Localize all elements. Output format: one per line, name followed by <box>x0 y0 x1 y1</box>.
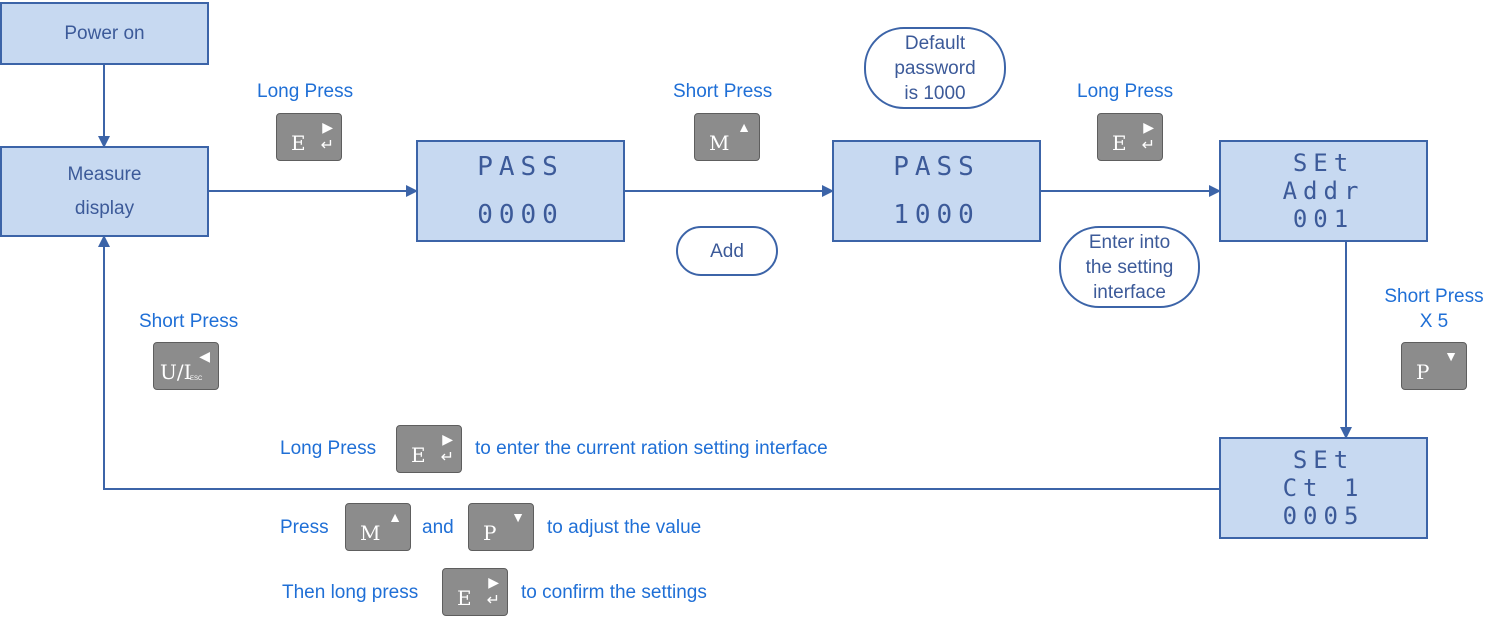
lcd-line: 1000 <box>893 200 980 230</box>
down-triangle-icon: ▼ <box>1444 348 1458 364</box>
right-triangle-icon: ▶ <box>322 119 333 135</box>
instr3-suffix: to confirm the settings <box>521 582 707 603</box>
e-key-icon: E ▶ ↵ <box>276 113 342 161</box>
key-letter: P <box>483 521 497 545</box>
lcd-line: SEt <box>1292 446 1355 474</box>
m-key-icon: M ▲ <box>694 113 760 161</box>
right-triangle-icon: ▶ <box>488 574 499 590</box>
left-triangle-icon: ◀ <box>199 348 210 364</box>
lcd-line: SEt <box>1292 149 1355 177</box>
enter-icon: ↵ <box>486 592 500 609</box>
key-letter: E <box>457 586 472 610</box>
note-line: Enter into <box>1088 231 1171 253</box>
instr3-prefix: Then long press <box>282 582 419 603</box>
enter-icon: ↵ <box>440 449 454 466</box>
measure-display-box: Measure display <box>0 146 209 237</box>
enter-setting-note: Enter into the setting interface <box>1059 226 1200 308</box>
down-triangle-icon: ▼ <box>511 509 525 525</box>
key-letter: E <box>291 131 306 155</box>
right-triangle-icon: ▶ <box>442 431 453 447</box>
p-key-icon: P ▼ <box>468 503 534 551</box>
short-press-esc-label: Short Press <box>139 311 239 332</box>
key-letter: M <box>709 131 730 155</box>
note-line: interface <box>1093 281 1166 303</box>
lcd-line: 001 <box>1292 205 1355 233</box>
up-triangle-icon: ▲ <box>737 119 751 135</box>
label-line: X 5 <box>1419 311 1449 332</box>
measure-label-line1: Measure <box>67 163 142 185</box>
short-press-m-label: Short Press <box>673 81 773 102</box>
note-line: the setting <box>1085 256 1174 278</box>
p-key-icon: P ▼ <box>1401 342 1467 390</box>
key-sublabel: ESC <box>190 376 203 382</box>
note-line: is 1000 <box>904 82 966 104</box>
lcd-line: 0005 <box>1282 502 1365 530</box>
key-letter: E <box>1112 131 1127 155</box>
right-triangle-icon: ▶ <box>1143 119 1154 135</box>
measure-label-line2: display <box>74 197 135 219</box>
lcd-line: 0000 <box>477 200 564 230</box>
lcd-pass-0000: PASS 0000 <box>416 140 625 242</box>
instr2-suffix: to adjust the value <box>547 517 702 538</box>
short-press-p-label: Short Press X 5 <box>1376 284 1489 334</box>
note-line: Default <box>904 32 966 54</box>
up-triangle-icon: ▲ <box>388 509 402 525</box>
enter-icon: ↵ <box>320 137 334 154</box>
instr2-prefix: Press <box>280 517 329 538</box>
power-on-box: Power on <box>0 2 209 65</box>
lcd-line: Ct 1 <box>1282 474 1365 502</box>
lcd-line: PASS <box>477 152 564 182</box>
note-line: password <box>894 57 976 79</box>
instr1-prefix: Long Press <box>280 438 377 459</box>
lcd-line: PASS <box>893 152 980 182</box>
default-password-note: Default password is 1000 <box>864 27 1006 109</box>
long-press-label-1: Long Press <box>257 81 354 102</box>
long-press-label-2: Long Press <box>1077 81 1174 102</box>
enter-icon: ↵ <box>1141 137 1155 154</box>
power-on-label: Power on <box>64 22 145 44</box>
key-letter: P <box>1416 360 1430 384</box>
e-key-icon: E ▶ ↵ <box>396 425 462 473</box>
key-letter: E <box>411 443 426 467</box>
instr2-mid: and <box>422 517 454 538</box>
lcd-pass-1000: PASS 1000 <box>832 140 1041 242</box>
arrow-setct-to-measure <box>98 235 1219 490</box>
e-key-icon: E ▶ ↵ <box>1097 113 1163 161</box>
add-note: Add <box>676 226 778 276</box>
key-letter: M <box>360 521 381 545</box>
instr1-suffix: to enter the current ration setting inte… <box>475 438 828 459</box>
lcd-set-addr: SEt Addr 001 <box>1219 140 1428 242</box>
m-key-icon: M ▲ <box>345 503 411 551</box>
label-line: Short Press <box>1384 286 1484 307</box>
e-key-icon: E ▶ ↵ <box>442 568 508 616</box>
lcd-set-ct: SEt Ct 1 0005 <box>1219 437 1428 539</box>
key-letter: U/I <box>160 360 192 384</box>
lcd-line: Addr <box>1282 177 1365 205</box>
esc-key-icon: U/I ESC ◀ <box>153 342 219 390</box>
note-line: Add <box>710 240 744 262</box>
